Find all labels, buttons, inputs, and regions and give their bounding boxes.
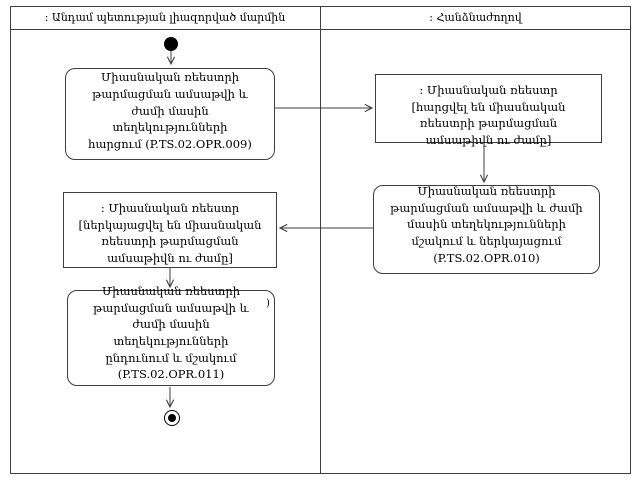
action-node-opr009-label: Միասնական ռեեստրի թարմացման ամսաթվի և ժա… <box>88 70 252 152</box>
header-separator <box>10 29 631 30</box>
action-node-opr011: Միասնական ռեեստրի թարմացման ամսաթվի և ժա… <box>67 284 275 386</box>
object-node-register-presented-label: : Միասնական ռեեստր [ներկայացվել են միասն… <box>78 201 262 266</box>
lane-header-commission-label: : Հանձնաժողով <box>429 11 522 24</box>
lane-header-commission: : Հանձնաժողով <box>320 6 631 29</box>
lane-divider <box>320 6 321 474</box>
lane-header-authorized-body: : Անդամ պետության լիազորված մարմին <box>10 6 320 29</box>
action-node-opr010: Միասնական ռեեստրի թարմացման ամսաթվի և ժա… <box>373 183 600 274</box>
action-node-opr010-label: Միասնական ռեեստրի թարմացման ամսաթվի և ժա… <box>390 183 583 265</box>
final-node-dot <box>168 414 176 422</box>
object-node-register-presented: : Միասնական ռեեստր [ներկայացվել են միասն… <box>63 192 277 268</box>
stray-mark: ) <box>266 298 270 309</box>
action-node-opr009: Միասնական ռեեստրի թարմացման ամսաթվի և ժա… <box>65 68 275 160</box>
object-node-register-requested-label: : Միասնական ռեեստր [հարցվել են միասնական… <box>411 83 566 148</box>
final-node-icon <box>164 410 180 426</box>
object-node-register-requested: : Միասնական ռեեստր [հարցվել են միասնական… <box>375 74 602 147</box>
lane-header-authorized-body-label: : Անդամ պետության լիազորված մարմին <box>44 11 286 24</box>
initial-node-icon <box>164 37 178 51</box>
action-node-opr011-label: Միասնական ռեեստրի թարմացման ամսաթվի և ժա… <box>93 283 249 382</box>
